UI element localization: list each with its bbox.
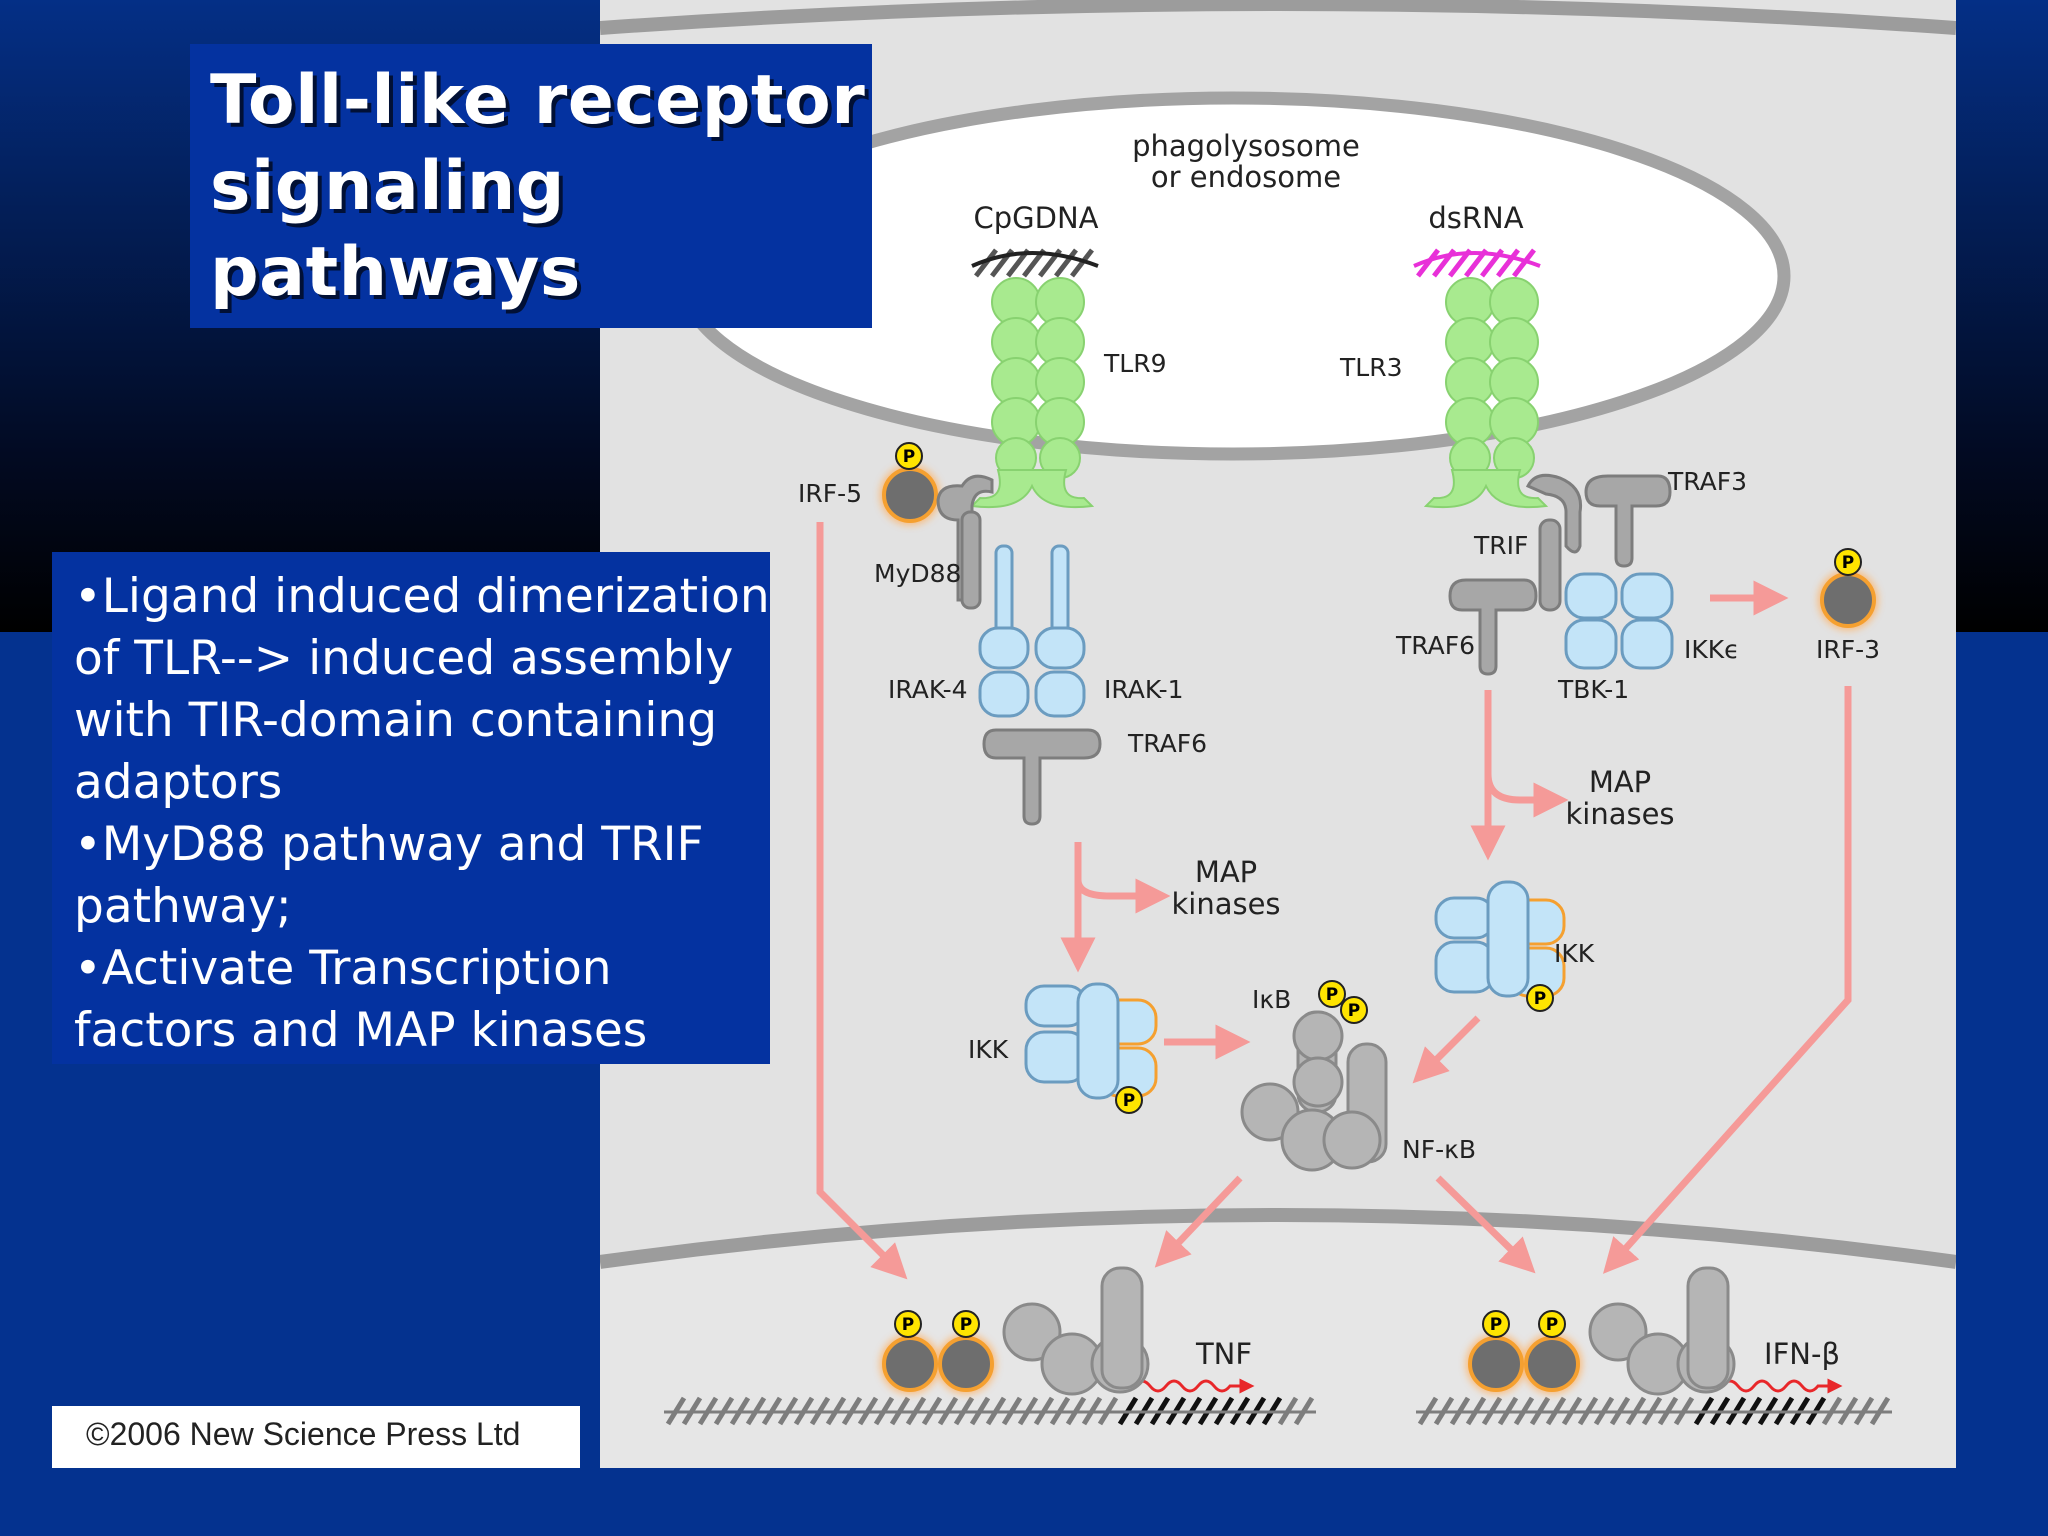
- page-title: Toll-like receptor signaling pathways: [210, 61, 866, 312]
- phospho-label: P: [1546, 1315, 1558, 1335]
- myd88-label: MyD88: [874, 559, 961, 588]
- arrow-nfkb-to-ifnb: [1435, 1175, 1536, 1274]
- irak1-label: IRAK-1: [1104, 675, 1184, 704]
- arrow-ikk-right-to-ikb: [1412, 1015, 1481, 1084]
- bullet-list: •Ligand induced dimerization of TLR--> i…: [54, 566, 770, 1062]
- arrow-to-map-left: [1074, 878, 1171, 914]
- bullet-item: •Activate Transcription factors and MAP …: [74, 941, 648, 1058]
- ikk-right-label: IKK: [1554, 939, 1595, 968]
- tlr-pathway-diagram: phagolysosome or endosome CpGDNA dsRNA T…: [600, 0, 1956, 1468]
- phospho-icon: [1834, 548, 1862, 576]
- ikk-left-complex: [1024, 982, 1158, 1100]
- tbk1-label: TBK-1: [1557, 675, 1629, 704]
- tlr3-dimer: [1423, 277, 1549, 509]
- nfkb-ikb-complex: [1240, 1010, 1388, 1172]
- nfkb-label: NF-κB: [1402, 1135, 1476, 1164]
- irf5-label: IRF-5: [798, 479, 862, 508]
- bullet-item: •Ligand induced dimerization of TLR--> i…: [74, 569, 770, 810]
- arrow-to-map-right: [1484, 773, 1569, 818]
- phospho-label: P: [1123, 1091, 1135, 1111]
- ifnb-label: IFN-β: [1764, 1337, 1840, 1371]
- cpgdna-label: CpGDNA: [974, 201, 1099, 235]
- tnf-dna-icon: [664, 1396, 1316, 1426]
- nucleus-region: [600, 1215, 1956, 1468]
- ikk-right-complex: [1434, 880, 1566, 998]
- arrow-irf3-to-nucleus: [1602, 686, 1852, 1274]
- traf6-left: [982, 728, 1102, 826]
- phospho-icon: [1318, 980, 1346, 1008]
- tlr9-dimer: [969, 277, 1095, 509]
- phospho-label: P: [903, 447, 915, 467]
- phospho-icon: [1340, 996, 1368, 1024]
- cpgdna-helix-icon: [971, 248, 1099, 278]
- irak-complex: [978, 544, 1086, 718]
- tbk1-ikke-complex: [1564, 572, 1674, 670]
- phospho-icon: [1538, 1310, 1566, 1338]
- tlr9-label: TLR9: [1103, 349, 1166, 378]
- trif-stem: [1538, 518, 1562, 612]
- cell-membrane: [600, 0, 1956, 35]
- myd88-stem: [960, 510, 982, 610]
- map-left-label-2: kinases: [1171, 887, 1280, 921]
- tnf-transcription-complex: [880, 1266, 1150, 1396]
- dsrna-label: dsRNA: [1428, 201, 1523, 235]
- traf3-label: TRAF3: [1667, 467, 1747, 496]
- ifnb-transcript-icon: [1720, 1378, 1843, 1394]
- phospho-icon: [1482, 1310, 1510, 1338]
- phospho-icon: [952, 1310, 980, 1338]
- ifnb-transcription-complex: [1466, 1266, 1736, 1396]
- phospho-icon: [894, 1310, 922, 1338]
- title-box: Toll-like receptor signaling pathways: [190, 44, 872, 328]
- nuclear-membrane: [600, 1208, 1956, 1269]
- dsrna-helix-icon: [1413, 248, 1541, 278]
- trif-adaptor-head: [1525, 473, 1583, 554]
- phospho-label: P: [1326, 985, 1338, 1005]
- copyright-box: ©2006 New Science Press Ltd: [52, 1406, 580, 1468]
- trif-label: TRIF: [1473, 531, 1528, 560]
- tnf-transcript-icon: [1132, 1378, 1255, 1394]
- bullet-item: •MyD88 pathway and TRIF pathway;: [74, 817, 704, 934]
- compartment-label-2: or endosome: [1151, 160, 1341, 194]
- bullet-box: •Ligand induced dimerization of TLR--> i…: [52, 552, 770, 1064]
- traf6-right-label: TRAF6: [1395, 631, 1475, 660]
- irf3-icon: [1820, 572, 1876, 628]
- tnf-label: TNF: [1195, 1337, 1252, 1371]
- arrow-nfkb-to-tnf: [1154, 1175, 1243, 1268]
- map-right-label-1: MAP: [1589, 765, 1651, 799]
- irak4-label: IRAK-4: [888, 675, 968, 704]
- compartment-label-1: phagolysosome: [1132, 129, 1360, 163]
- phospho-icon: [1526, 984, 1554, 1012]
- phospho-label: P: [902, 1315, 914, 1335]
- irf3-label: IRF-3: [1816, 635, 1880, 664]
- phospho-label: P: [960, 1315, 972, 1335]
- traf6-right: [1448, 578, 1538, 676]
- phospho-icon: [895, 442, 923, 470]
- ifnb-dna-icon: [1416, 1396, 1892, 1426]
- irf5-icon: [882, 467, 938, 523]
- traf3-adaptor: [1584, 474, 1672, 568]
- phospho-icon: [1115, 1086, 1143, 1114]
- map-right-label-2: kinases: [1565, 797, 1674, 831]
- ikb-label: IκB: [1252, 985, 1291, 1014]
- traf6-left-label: TRAF6: [1127, 729, 1207, 758]
- phospho-label: P: [1534, 989, 1546, 1009]
- map-left-label-1: MAP: [1195, 855, 1257, 889]
- phospho-label: P: [1842, 553, 1854, 573]
- arrow-irf5-to-nucleus: [816, 522, 908, 1280]
- tlr3-label: TLR3: [1339, 353, 1402, 382]
- ikk-left-label: IKK: [968, 1035, 1009, 1064]
- copyright-text: ©2006 New Science Press Ltd: [86, 1416, 521, 1452]
- phospho-label: P: [1348, 1001, 1360, 1021]
- phospho-label: P: [1490, 1315, 1502, 1335]
- ikke-label: IKKϵ: [1684, 635, 1740, 664]
